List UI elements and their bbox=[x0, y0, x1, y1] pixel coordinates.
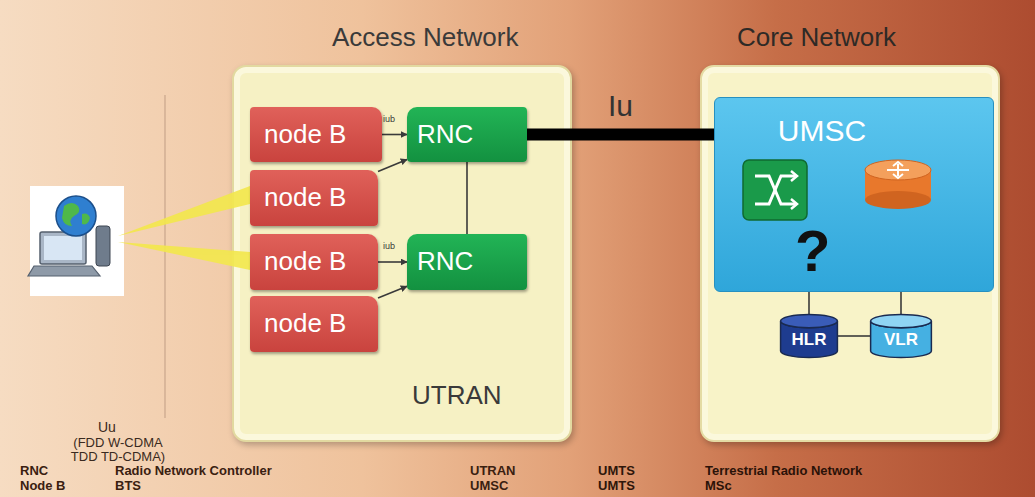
legend-term: UMSC bbox=[470, 479, 508, 493]
node-label: VLR bbox=[884, 330, 918, 350]
node-b-box: node B bbox=[250, 170, 378, 226]
node-b-box: node B bbox=[250, 234, 378, 290]
terminal-background bbox=[30, 186, 124, 296]
network-heading: Access Network bbox=[332, 17, 518, 57]
question-mark: ? bbox=[795, 222, 830, 280]
node-b-box: node B bbox=[250, 107, 382, 162]
network-heading: Core Network bbox=[737, 17, 896, 57]
radio-beam bbox=[118, 186, 250, 270]
switch-icon bbox=[743, 160, 807, 220]
node-b-box: node B bbox=[250, 296, 378, 352]
node-label: UMSC bbox=[778, 114, 866, 149]
node-label: node B bbox=[264, 309, 346, 339]
node-label: RNC bbox=[417, 247, 473, 277]
connector bbox=[382, 134, 407, 136]
node-label: HLR bbox=[792, 330, 827, 350]
legend-term: UTRAN bbox=[470, 464, 516, 478]
legend-text: BTS bbox=[115, 479, 141, 493]
node-label: RNC bbox=[417, 120, 473, 150]
legend-text: UMTS bbox=[598, 464, 635, 478]
core-network-box: UMSC?HLRVLRCore Network bbox=[700, 65, 1000, 442]
air-interface-line bbox=[164, 95, 165, 418]
node-label: node B bbox=[264, 247, 346, 277]
connector bbox=[378, 261, 407, 263]
interface-label: Uu bbox=[98, 420, 116, 434]
node-label: node B bbox=[264, 183, 346, 213]
umsc-box: UMSC? bbox=[714, 97, 994, 292]
network-name: UTRAN bbox=[412, 379, 502, 411]
connector bbox=[466, 162, 468, 234]
legend-term: Node B bbox=[20, 479, 66, 493]
legend-text: UMTS bbox=[598, 479, 635, 493]
connector bbox=[838, 335, 870, 337]
router-icon bbox=[865, 160, 931, 209]
radio-mode-note: (FDD W-CDMA TDD TD-CDMA) bbox=[66, 436, 170, 464]
legend-text: Terrestrial Radio Network bbox=[705, 464, 862, 478]
rnc-box: RNC bbox=[407, 234, 527, 290]
connector bbox=[900, 292, 902, 314]
rnc-box: RNC bbox=[407, 107, 527, 162]
legend-text: Radio Network Controller bbox=[115, 464, 272, 478]
legend-text: MSc bbox=[705, 479, 732, 493]
interface-label: Iu bbox=[608, 89, 633, 123]
iu-interface-link bbox=[527, 129, 714, 141]
legend-term: RNC bbox=[20, 464, 48, 478]
vlr-database: VLR bbox=[870, 314, 932, 358]
node-label: node B bbox=[264, 120, 346, 150]
interface-label: iub bbox=[383, 112, 395, 126]
hlr-database: HLR bbox=[780, 314, 838, 358]
globe-icon bbox=[56, 196, 96, 236]
interface-label: iub bbox=[383, 239, 395, 253]
access-network-box: node BRNCnode Bnode BRNCnode BAccess Net… bbox=[232, 65, 572, 442]
connector bbox=[808, 292, 810, 314]
